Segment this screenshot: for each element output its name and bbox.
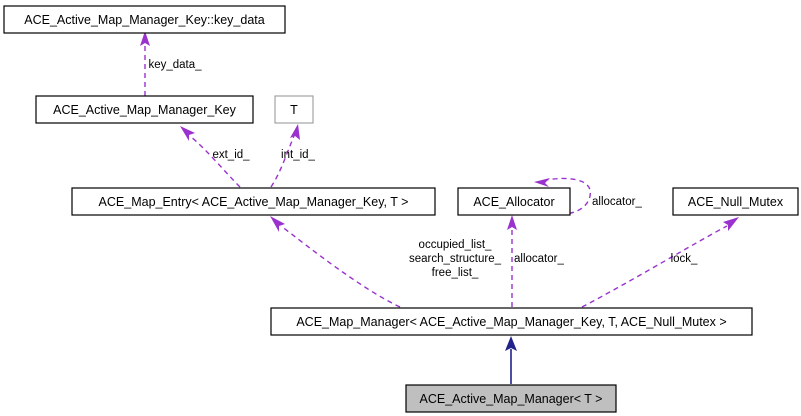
node-template-t-box[interactable] bbox=[274, 95, 314, 124]
node-allocator[interactable]: ACE_Allocator bbox=[457, 187, 571, 216]
node-map-entry-box[interactable] bbox=[71, 187, 436, 216]
edge-lock bbox=[581, 217, 739, 308]
edge-label-lock: lock_ bbox=[671, 253, 698, 265]
node-allocator-label: ACE_Allocator bbox=[473, 195, 554, 209]
edge-key-data bbox=[140, 31, 150, 96]
edge-lock-arrowhead bbox=[723, 217, 739, 231]
node-active-map-manager[interactable]: ACE_Active_Map_Manager< T > bbox=[405, 384, 617, 413]
node-map-entry[interactable]: ACE_Map_Entry< ACE_Active_Map_Manager_Ke… bbox=[71, 187, 436, 216]
edge-label-ext-id: ext_id_ bbox=[212, 149, 250, 161]
edge-label-int-id: int_id_ bbox=[281, 149, 315, 161]
edge-label-key-data: key_data_ bbox=[148, 59, 202, 71]
edge-int-id-arrowhead bbox=[290, 124, 300, 140]
edge-map-entry-lists bbox=[270, 216, 401, 308]
node-allocator-box[interactable] bbox=[457, 187, 571, 216]
edge-allocator-self-arrowhead bbox=[534, 178, 550, 187]
node-active-map-manager-key-box[interactable] bbox=[35, 95, 254, 124]
node-map-manager-box[interactable] bbox=[270, 307, 753, 336]
edge-map-entry-lists-line bbox=[280, 225, 401, 308]
edge-label-free-list: free_list_ bbox=[432, 267, 479, 279]
node-template-t[interactable]: T bbox=[274, 95, 314, 124]
edge-label-occupied-list: occupied_list_ bbox=[419, 239, 492, 251]
edge-allocator-self-line bbox=[545, 177, 591, 215]
node-key-data-struct[interactable]: ACE_Active_Map_Manager_Key::key_data bbox=[3, 5, 286, 34]
node-layer: ACE_Active_Map_Manager_Key::key_data ACE… bbox=[3, 5, 799, 413]
edge-lock-line bbox=[581, 225, 728, 308]
node-active-map-manager-key-label: ACE_Active_Map_Manager_Key bbox=[53, 103, 236, 117]
edge-allocator-self bbox=[534, 177, 591, 215]
node-map-manager-label: ACE_Map_Manager< ACE_Active_Map_Manager_… bbox=[296, 315, 726, 329]
edge-layer bbox=[140, 31, 739, 384]
edge-allocator bbox=[507, 215, 517, 307]
node-map-entry-label: ACE_Map_Entry< ACE_Active_Map_Manager_Ke… bbox=[99, 195, 409, 209]
node-null-mutex-label: ACE_Null_Mutex bbox=[688, 195, 784, 209]
edge-label-allocator-self: allocator_ bbox=[592, 196, 642, 208]
edge-label-allocator: allocator_ bbox=[514, 253, 564, 265]
edge-inherit-arrowhead bbox=[505, 336, 517, 351]
edge-label-search-structure: search_structure_ bbox=[409, 253, 502, 265]
edge-label-map-entry-lists: occupied_list_ search_structure_ free_li… bbox=[409, 239, 502, 279]
edge-int-id-line bbox=[270, 135, 295, 188]
node-template-t-label: T bbox=[290, 103, 298, 117]
edge-inherit bbox=[505, 336, 517, 384]
edge-map-entry-lists-arrowhead bbox=[270, 216, 285, 232]
edge-ext-id bbox=[180, 126, 241, 188]
edge-ext-id-line bbox=[189, 135, 241, 188]
node-map-manager[interactable]: ACE_Map_Manager< ACE_Active_Map_Manager_… bbox=[270, 307, 753, 336]
node-null-mutex-box[interactable] bbox=[672, 187, 799, 216]
edge-int-id bbox=[270, 124, 300, 188]
node-active-map-manager-label: ACE_Active_Map_Manager< T > bbox=[420, 392, 603, 406]
node-key-data-struct-label: ACE_Active_Map_Manager_Key::key_data bbox=[24, 13, 264, 27]
edge-allocator-arrowhead bbox=[507, 215, 517, 230]
edge-ext-id-arrowhead bbox=[180, 126, 195, 141]
node-active-map-manager-box[interactable] bbox=[405, 384, 617, 413]
edge-key-data-arrowhead bbox=[140, 31, 150, 46]
node-null-mutex[interactable]: ACE_Null_Mutex bbox=[672, 187, 799, 216]
node-active-map-manager-key[interactable]: ACE_Active_Map_Manager_Key bbox=[35, 95, 254, 124]
edge-label-layer: key_data_ ext_id_ int_id_ occupied_list_… bbox=[148, 59, 698, 279]
node-key-data-struct-box[interactable] bbox=[3, 5, 286, 34]
